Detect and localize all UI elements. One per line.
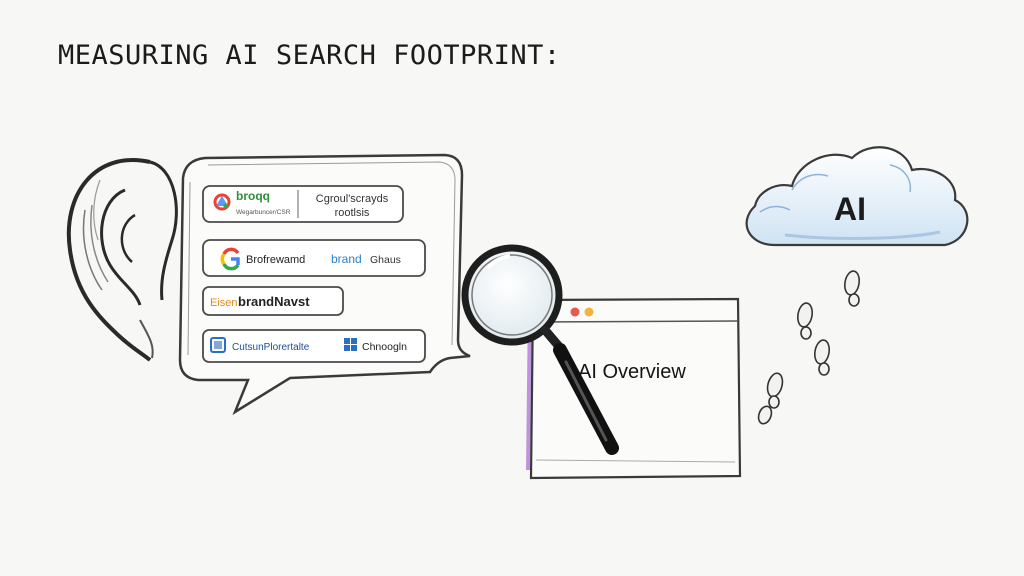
row-sublabel-a: Wegarbuncer/CSR xyxy=(236,209,291,216)
blue-logo-icon xyxy=(210,337,226,353)
ai-overview-label: AI Overview xyxy=(578,361,686,383)
row-label-a: broqq xyxy=(236,189,270,203)
page-title: MEASURING AI SEARCH FOOTPRINT: xyxy=(58,40,561,71)
footprints-icon xyxy=(757,270,861,425)
list-item: Brofrewamd brand Ghaus xyxy=(202,239,426,277)
row-label-a: Brofrewamd xyxy=(246,254,305,266)
ear-icon xyxy=(66,158,178,362)
row-label-c: Ghaus xyxy=(370,254,401,266)
row-label-a: Eisen xyxy=(210,297,238,309)
row-label-b: Chnoogln xyxy=(362,341,407,353)
row-label-a: CutsunPlorertalte xyxy=(232,342,310,353)
window-close-dot xyxy=(570,307,580,317)
windows-logo-icon xyxy=(344,338,357,351)
row-label-b-line1: Cgroul'scrayds xyxy=(316,193,389,205)
row-label-b: brand xyxy=(331,252,362,266)
cloud-icon: AI xyxy=(745,146,969,247)
google-g-icon xyxy=(220,247,240,271)
row-label-b-line2: rootlsis xyxy=(335,207,370,219)
list-item: Eisen brandNavst xyxy=(202,286,344,316)
window-minimize-dot xyxy=(584,307,594,317)
list-item: CutsunPlorertalte Chnoogln xyxy=(202,329,426,363)
list-item: broqq Wegarbuncer/CSR Cgroul'scrayds roo… xyxy=(202,185,404,223)
cloud-ai-label: AI xyxy=(834,191,866,227)
row-label-b: brandNavst xyxy=(238,294,310,309)
magnifying-glass-icon xyxy=(461,244,619,455)
colorful-logo-icon xyxy=(213,193,231,211)
browser-window-icon: AI Overview xyxy=(526,297,742,480)
